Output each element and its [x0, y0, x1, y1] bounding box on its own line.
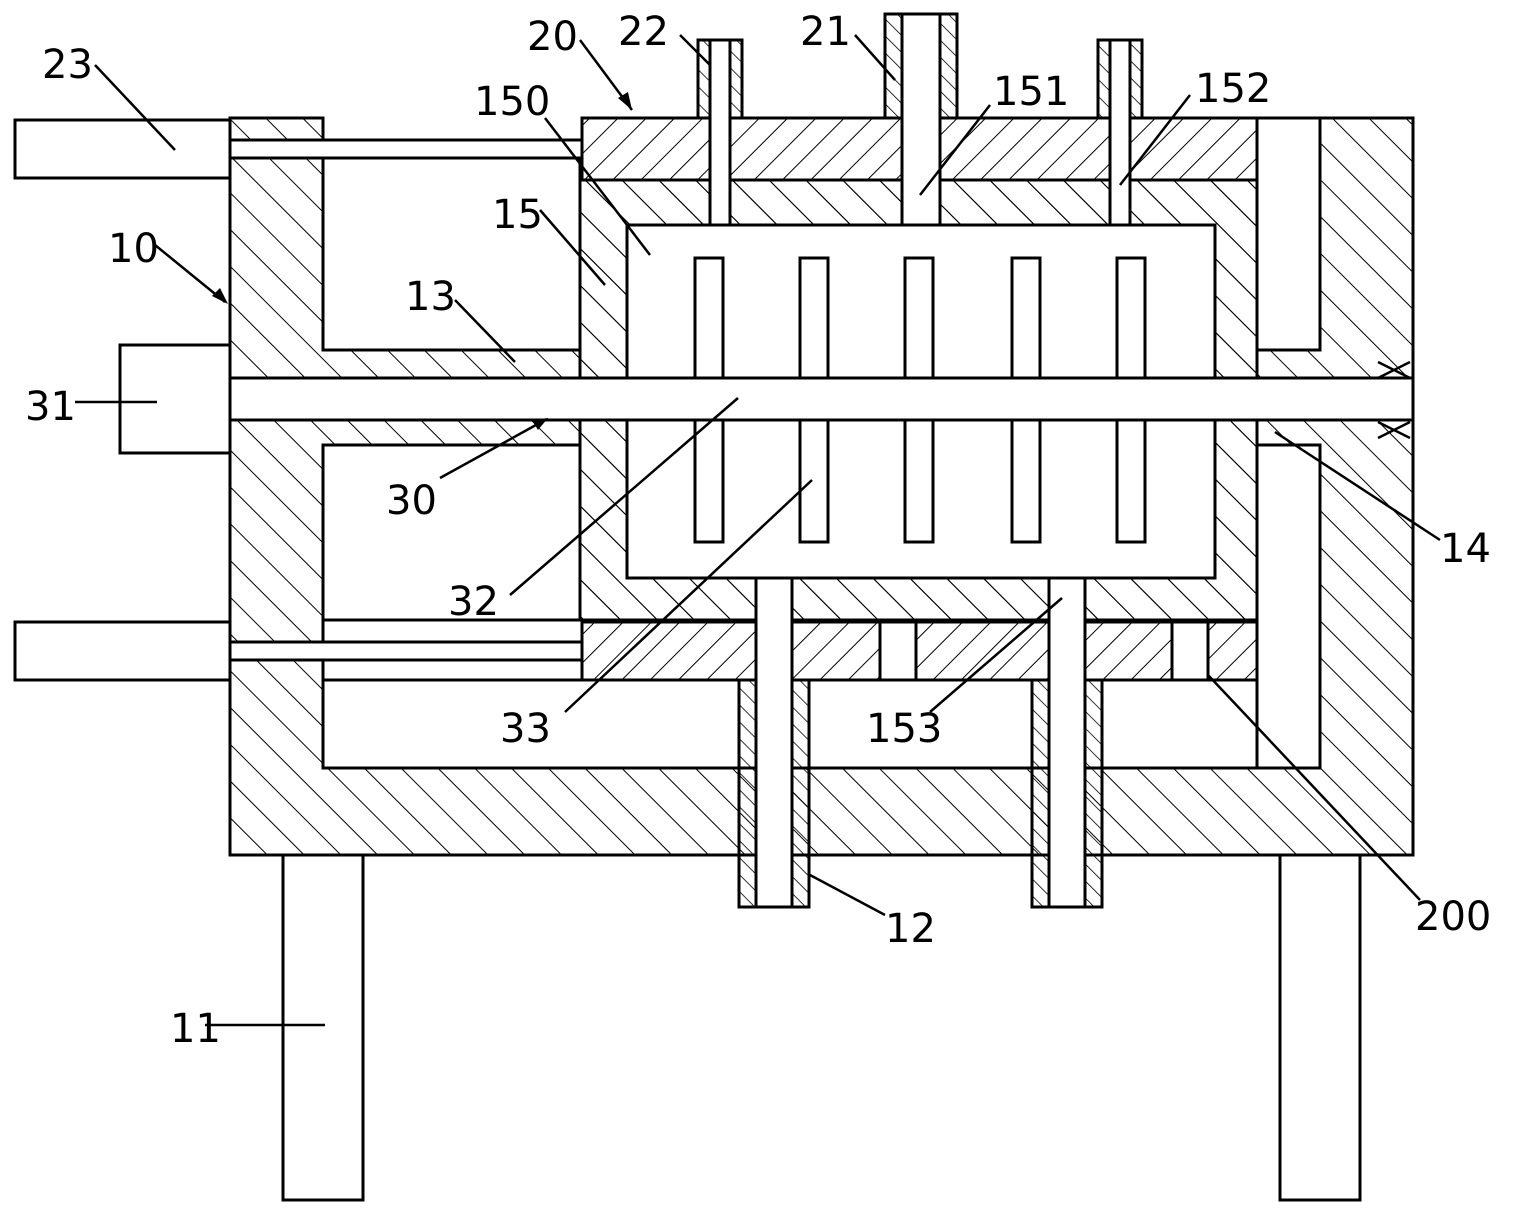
- label-200: 200: [1415, 894, 1491, 940]
- blade-bot-5: [1115, 418, 1147, 544]
- inlet-pipe-22-bore: [708, 38, 732, 227]
- label-20: 20: [527, 14, 578, 60]
- inlet-pipe-21-bore: [900, 12, 942, 227]
- label-21: 21: [800, 9, 851, 55]
- lower-tube: [228, 640, 584, 662]
- lower-channel: [321, 678, 1322, 770]
- plate-opening-1: [878, 620, 918, 682]
- label-13: 13: [405, 274, 456, 320]
- label-23: 23: [42, 42, 93, 88]
- label-150: 150: [474, 79, 550, 125]
- upper-left-chamber: [321, 153, 582, 352]
- stirring-blades: [693, 256, 1147, 544]
- label-151: 151: [993, 69, 1069, 115]
- label-11: 11: [170, 1006, 221, 1052]
- right-leg: [1278, 853, 1362, 1202]
- blade-bot-4: [1010, 418, 1042, 544]
- right-channel-lower: [1255, 443, 1322, 770]
- label-15: 15: [492, 192, 543, 238]
- arrowhead-20: [618, 92, 632, 110]
- shaft: [228, 376, 1415, 422]
- label-152: 152: [1195, 66, 1271, 112]
- upper-side-pipe: [13, 118, 232, 180]
- arrowhead-30: [532, 418, 548, 430]
- blade-top-3: [903, 256, 935, 380]
- label-14: 14: [1440, 526, 1491, 572]
- blade-bot-1: [693, 418, 725, 544]
- label-10: 10: [108, 226, 159, 272]
- label-32: 32: [448, 579, 499, 625]
- blade-top-2: [798, 256, 830, 380]
- arrowhead-10: [212, 288, 228, 304]
- label-31: 31: [25, 384, 76, 430]
- lower-left-chamber: [321, 443, 582, 622]
- left-leg: [281, 853, 365, 1202]
- label-33: 33: [500, 706, 551, 752]
- bottom-plate: [580, 620, 1259, 682]
- upper-tube: [228, 138, 584, 160]
- outlet-pipe-2-bore: [1047, 576, 1087, 909]
- seal-top: [1377, 360, 1411, 380]
- lower-side-pipe: [13, 620, 232, 682]
- seal-bottom: [1377, 420, 1411, 440]
- blade-bot-3: [903, 418, 935, 544]
- blade-top-4: [1010, 256, 1042, 380]
- blade-top-1: [693, 256, 725, 380]
- plate-opening-200: [1170, 620, 1210, 682]
- label-153: 153: [866, 706, 942, 752]
- outlet-pipe-1-bore: [754, 576, 794, 909]
- motor: [118, 343, 232, 455]
- label-12: 12: [885, 906, 936, 952]
- blade-bot-2: [798, 418, 830, 544]
- label-30: 30: [386, 478, 437, 524]
- label-22: 22: [618, 9, 669, 55]
- inlet-pipe-152-bore: [1108, 38, 1132, 227]
- blade-top-5: [1115, 256, 1147, 380]
- right-channel: [1255, 116, 1322, 352]
